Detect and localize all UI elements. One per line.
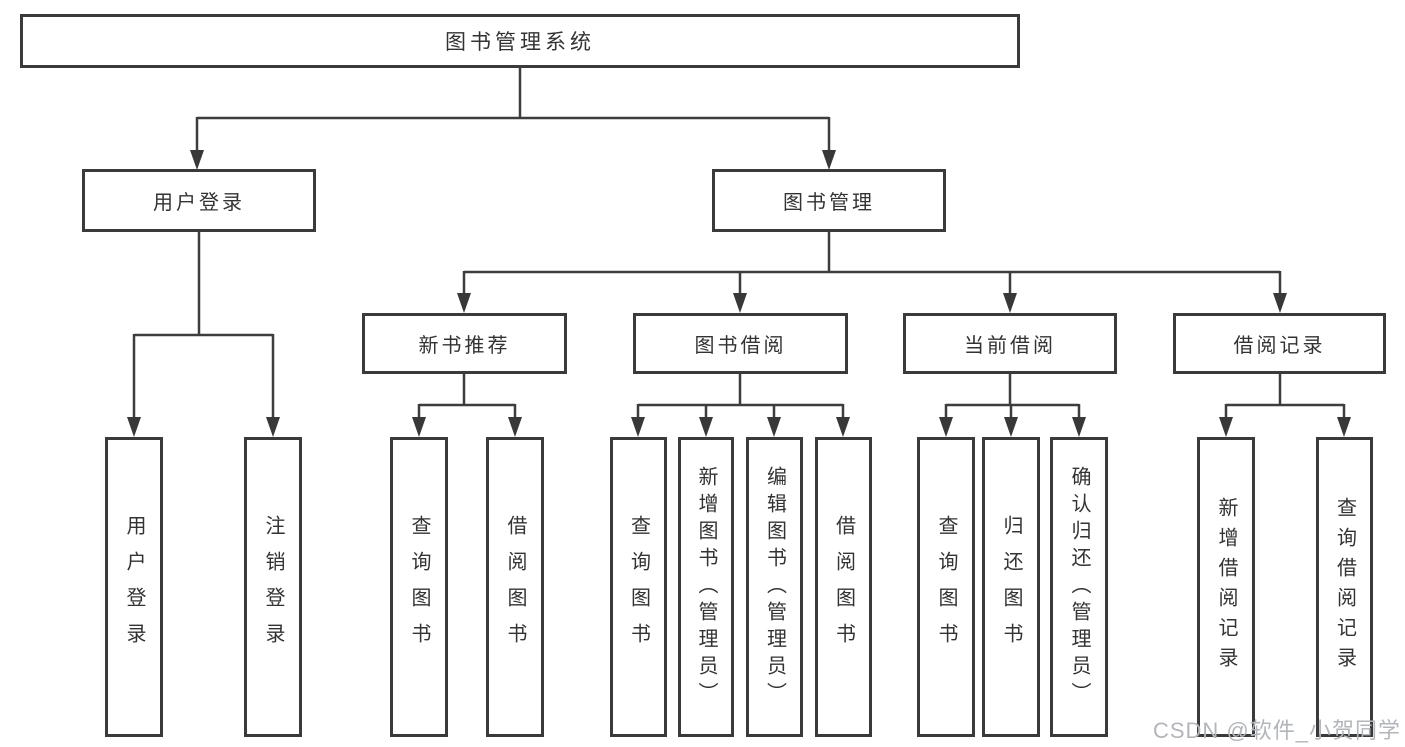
leaf-edit-book-admin: 编辑图书（管理员） — [746, 437, 803, 737]
leaf-user-login: 用户登录 — [105, 437, 163, 737]
node-label: 当前借阅 — [964, 335, 1056, 357]
csdn-watermark: CSDN @软件_小贺同学 — [1152, 718, 1401, 743]
connector-new-book-recommend-branch — [412, 374, 522, 437]
leaf-confirm-return-admin: 确认归还（管理员） — [1050, 437, 1108, 737]
node-label: 确认归还（管理员） — [1068, 465, 1090, 709]
node-library-management-system: 图书管理系统 — [20, 14, 1020, 68]
leaf-query-books-current: 查询图书 — [917, 437, 975, 737]
node-label: 图书管理 — [783, 192, 875, 214]
connector-root-branch — [190, 68, 836, 170]
leaf-borrow-books-borrowing: 借阅图书 — [815, 437, 872, 737]
leaf-query-books-borrowing: 查询图书 — [610, 437, 667, 737]
connector-borrowing-records-branch — [1219, 374, 1351, 437]
connector-user-login-branch — [127, 232, 280, 437]
node-label: 借阅图书 — [504, 515, 526, 659]
node-label: 查询图书 — [408, 515, 430, 659]
node-label: 归还图书 — [1000, 515, 1022, 659]
connector-book-borrowing-branch — [631, 374, 850, 437]
node-label: 图书管理系统 — [445, 31, 595, 54]
node-label: 查询图书 — [935, 515, 957, 659]
node-user-login: 用户登录 — [82, 169, 316, 232]
node-label: 查询图书 — [627, 515, 650, 659]
leaf-borrow-books-recommend: 借阅图书 — [486, 437, 544, 737]
node-label: 用户登录 — [153, 192, 245, 214]
connector-current-borrowing-branch — [939, 374, 1086, 437]
leaf-return-books: 归还图书 — [982, 437, 1040, 737]
node-label: 新增图书（管理员） — [695, 465, 717, 709]
node-current-borrowing: 当前借阅 — [903, 313, 1117, 374]
leaf-add-borrow-record: 新增借阅记录 — [1197, 437, 1255, 737]
node-label: 注销登录 — [262, 515, 284, 659]
node-label: 用户登录 — [123, 515, 145, 659]
node-book-management: 图书管理 — [712, 169, 946, 232]
node-book-borrowing: 图书借阅 — [633, 313, 848, 374]
node-label: 借阅图书 — [832, 515, 855, 659]
node-borrowing-records: 借阅记录 — [1173, 313, 1386, 374]
node-new-book-recommend: 新书推荐 — [362, 313, 567, 374]
node-label: 借阅记录 — [1233, 335, 1326, 357]
node-label: 查询借阅记录 — [1333, 497, 1356, 677]
node-label: 编辑图书（管理员） — [763, 465, 786, 709]
node-label: 新书推荐 — [418, 335, 511, 357]
node-label: 图书借阅 — [694, 335, 787, 357]
leaf-query-borrow-record: 查询借阅记录 — [1316, 437, 1373, 737]
leaf-logout-login: 注销登录 — [244, 437, 302, 737]
node-label: 新增借阅记录 — [1215, 497, 1237, 677]
leaf-query-books-recommend: 查询图书 — [390, 437, 448, 737]
connector-book-management-branch — [457, 232, 1287, 313]
leaf-add-book-admin: 新增图书（管理员） — [678, 437, 734, 737]
